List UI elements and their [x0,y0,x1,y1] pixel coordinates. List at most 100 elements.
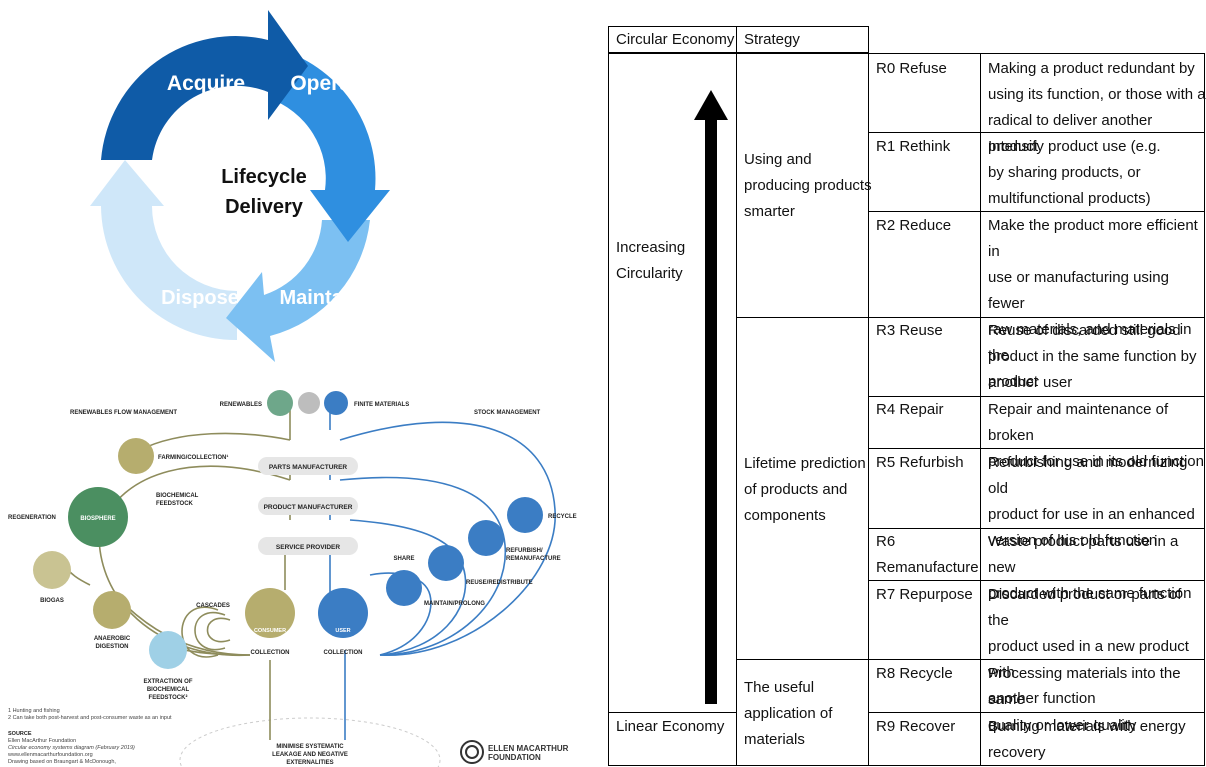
oil-derrick-icon [298,392,320,414]
farming-label: FARMING/COLLECTION¹ [158,454,228,461]
renewables-label: RENEWABLES [220,402,262,408]
strategy-description: Waste product parts use in a new product… [988,533,1192,602]
renewables-flow-label: RENEWABLES FLOW MANAGEMENT [70,410,177,416]
strategy-description: Burning materials with energy recovery [988,718,1186,761]
footnote-2: 2 Can take both post-harvest and post-co… [8,715,172,721]
source-line2: Circular economy systems diagram (Februa… [8,745,135,751]
reuse-redistribute-icon [428,545,464,581]
strategy-description: Discarded product or parts of the produc… [988,586,1189,707]
leakage-ellipse [179,717,441,767]
service-provider-box [258,537,358,555]
minimise-label1: MINIMISE SYSTEMATIC [276,744,344,750]
biochemical-feedstock-label2: FEEDSTOCK [156,501,194,507]
cascades-label: CASCADES [196,603,230,609]
group-using-producing-smarter: Using and producing products smarter [744,151,872,220]
anaerobic-label1: ANAEROBIC [94,636,131,642]
consumer-label: CONSUMER [254,628,286,634]
acquire-arc [101,10,308,160]
group-useful-application: The useful application of materials [744,679,833,748]
renewables-icon [267,390,293,416]
strategy-code: R3 Reuse [876,322,943,339]
footnote-1: 1 Hunting and fishing [8,708,60,714]
strategy-description: Intensify product use (e.g. by sharing p… [988,138,1161,207]
biochemical-feedstock-label1: BIOCHEMICAL [156,493,199,499]
finite-materials-label: FINITE MATERIALS [354,402,409,408]
user-icon [318,588,368,638]
lifecycle-diagram: Acquire Operate Maintain Dispose Lifecyc… [90,10,390,362]
strategy-code: R4 Repair [876,401,944,418]
parts-manufacturer-box [258,457,358,475]
stock-management-label: STOCK MANAGEMENT [474,410,541,416]
consumer-icon [245,588,295,638]
anaerobic-digestion-icon [93,591,131,629]
extraction-label1: EXTRACTION OF [144,679,193,685]
share-label: SHARE [393,556,414,562]
operate-arc [268,48,390,242]
strategy-description: Make the product more efficient in use o… [988,217,1198,390]
strategy-code: R8 Recycle [876,665,953,682]
product-manufacturer-box [258,497,358,515]
refurbish-label2: REMANUFACTURE [506,556,561,562]
minimise-label2: LEAKAGE AND NEGATIVE [272,752,348,758]
refurbish-icon [468,520,504,556]
anaerobic-label2: DIGESTION [95,644,128,650]
source-line3: www.ellenmacarthurfoundation.org [7,752,93,758]
increasing-circularity-arrow [694,90,728,704]
service-provider-label: SERVICE PROVIDER [276,544,340,551]
recycle-icon [507,497,543,533]
strategy-code: R9 Recover [876,718,956,735]
circular-economy-diagram: PARTS MANUFACTURER PRODUCT MANUFACTURER … [7,390,577,767]
stage-acquire-label: Acquire [167,72,245,95]
product-manufacturer-label: PRODUCT MANUFACTURER [264,504,353,511]
stage-maintain-label: Maintain [279,287,360,309]
dispose-arc [90,160,237,341]
strategy-description: Reuse of discarded still good product in… [988,322,1197,391]
recycle-label: RECYCLE [548,514,577,520]
biogas-label: BIOGAS [40,598,64,604]
foundation-name-line2: FOUNDATION [488,753,541,762]
biosphere-label: BIOSPHERE [80,516,115,522]
lifecycle-center-line1: Lifecycle [221,166,307,188]
user-collection-label: COLLECTION [324,650,363,656]
extraction-icon [149,631,187,669]
lifecycle-center-line2: Delivery [225,196,304,218]
maintain-prolong-label: MAINTAIN/PROLONG [424,601,485,607]
linear-economy-label: Linear Economy [616,718,725,735]
extraction-label2: BIOCHEMICAL [147,687,190,693]
strategy-description: Repair and maintenance of broken product… [988,401,1204,470]
header-strategy: Strategy [744,31,800,48]
stage-dispose-label: Dispose [161,287,239,309]
source-line4: Drawing based on Braungart & McDonough, [8,759,116,765]
refurbish-label1: REFURBISH/ [506,548,543,554]
strategy-code: R1 Rethink [876,138,951,155]
extraction-label3: FEEDSTOCK² [149,694,188,701]
farming-icon [118,438,154,474]
strategy-code: R5 Refurbish [876,454,964,471]
biosphere-icon [68,487,128,547]
strategy-description: Processing materials into the same quali… [988,665,1181,734]
strategy-code: R0 Refuse [876,60,947,77]
increasing-circularity-label: Increasing Circularity [616,239,686,282]
mining-truck-icon [324,391,348,415]
maintain-prolong-icon [386,570,422,606]
table-grid [608,26,1205,766]
stage-operate-label: Operate [290,72,369,95]
strategy-description: Refurbishing and modernizing old product… [988,454,1195,549]
maintain-arc [226,220,370,362]
foundation-logo-inner-icon [465,745,479,759]
group-lifetime-prediction: Lifetime prediction of products and comp… [744,455,866,524]
source-line1: Ellen MacArthur Foundation [8,738,76,744]
regeneration-label: REGENERATION [8,515,56,521]
biogas-icon [33,551,71,589]
foundation-name-line1: ELLEN MACARTHUR [488,744,569,753]
r-strategies-table: Circular Economy Strategy Increasing Cir… [608,26,1206,767]
foundation-logo-icon [460,740,484,764]
minimise-label3: EXTERNALITIES [286,760,333,766]
strategy-code: R7 Repurpose [876,586,973,603]
consumer-collection-label: COLLECTION [251,650,290,656]
header-circular-economy: Circular Economy [616,31,735,48]
source-title: SOURCE [8,731,32,737]
parts-manufacturer-label: PARTS MANUFACTURER [269,464,348,471]
reuse-redistribute-label: REUSE/REDISTRIBUTE [466,580,533,586]
strategy-code: R2 Reduce [876,217,952,234]
